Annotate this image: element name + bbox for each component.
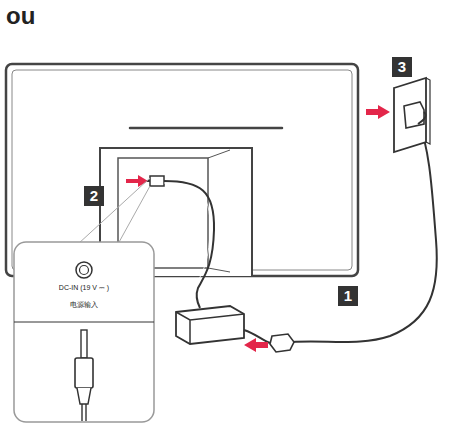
callout-number: 1 [338, 286, 358, 306]
insert-arrow [366, 105, 390, 119]
insert-arrow [126, 175, 148, 187]
port-label: DC-IN (19 V ⎓ ) [29, 284, 139, 292]
ac-cord [292, 120, 437, 342]
port-label: 电源输入 [29, 300, 139, 310]
wall-outlet [394, 78, 426, 152]
callout-number: 2 [84, 186, 104, 206]
dc-plug [150, 176, 164, 186]
monitor-inner-edge [12, 70, 352, 270]
callout-number: 3 [392, 57, 412, 77]
dc-in-port [76, 262, 92, 278]
detail-inset [14, 242, 154, 422]
dc-cable [164, 181, 214, 308]
ac-connector [270, 334, 294, 352]
vent-slot [130, 127, 282, 130]
dc-plug-tip [81, 330, 87, 358]
insert-arrow [244, 338, 268, 352]
dc-plug-body [75, 358, 93, 388]
power-adapter [176, 306, 244, 344]
heading: ou [6, 2, 35, 30]
mains-plug [404, 102, 424, 128]
